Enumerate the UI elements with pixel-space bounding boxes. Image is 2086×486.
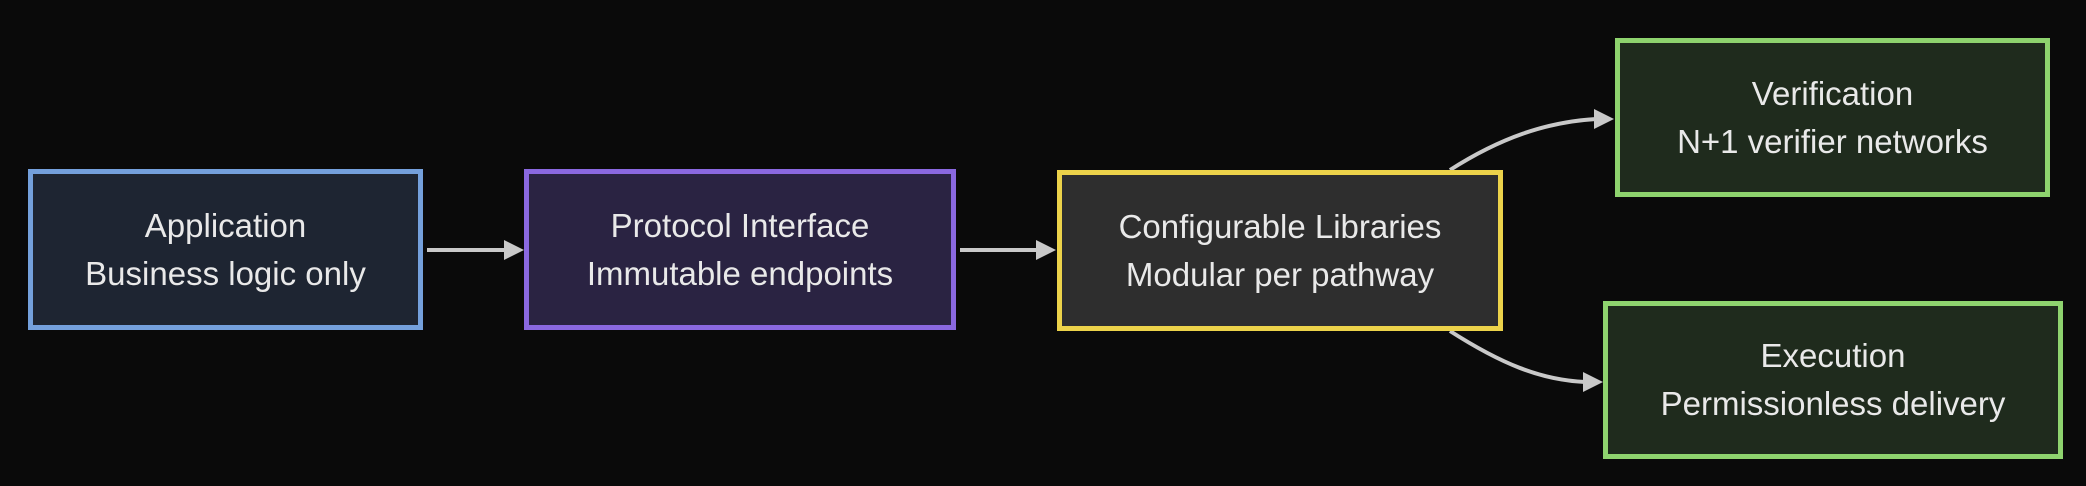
arrowhead-verification bbox=[1594, 109, 1614, 129]
node-application-title: Application bbox=[144, 206, 307, 244]
node-application-subtitle: Business logic only bbox=[85, 254, 366, 292]
node-verification: Verification N+1 verifier networks bbox=[1615, 38, 2050, 197]
node-execution: Execution Permissionless delivery bbox=[1603, 301, 2063, 459]
arrowhead-configurable-libraries bbox=[1036, 240, 1056, 260]
node-protocol-interface: Protocol Interface Immutable endpoints bbox=[524, 169, 956, 330]
node-configurable-libraries: Configurable Libraries Modular per pathw… bbox=[1057, 170, 1503, 331]
edge-configurable-libraries-to-verification bbox=[1448, 117, 1597, 172]
arrowhead-execution bbox=[1583, 372, 1603, 392]
node-configurable-libraries-title: Configurable Libraries bbox=[1118, 207, 1442, 245]
node-configurable-libraries-subtitle: Modular per pathway bbox=[1125, 255, 1435, 293]
arrowhead-protocol-interface bbox=[504, 240, 524, 260]
node-execution-subtitle: Permissionless delivery bbox=[1660, 385, 2006, 422]
node-verification-title: Verification bbox=[1751, 74, 1914, 112]
edge-configurable-libraries-to-execution bbox=[1448, 329, 1586, 384]
node-execution-title: Execution bbox=[1760, 337, 1906, 374]
node-application: Application Business logic only bbox=[28, 169, 423, 330]
node-protocol-interface-subtitle: Immutable endpoints bbox=[586, 254, 894, 292]
node-protocol-interface-title: Protocol Interface bbox=[610, 206, 870, 244]
node-verification-subtitle: N+1 verifier networks bbox=[1677, 122, 1988, 160]
